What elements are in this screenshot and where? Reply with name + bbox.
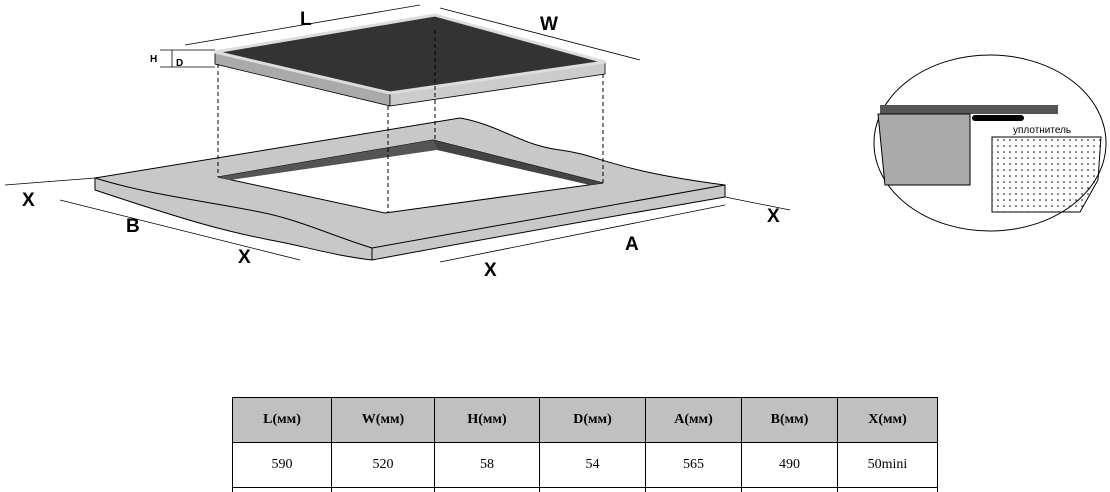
label-A: A — [625, 234, 639, 255]
header-B: B(мм) — [742, 398, 838, 443]
table-header-row: L(мм) W(мм) H(мм) D(мм) A(мм) B(мм) X(мм… — [233, 398, 938, 443]
header-D: D(мм) — [540, 398, 646, 443]
label-X-front-left: X — [238, 247, 251, 268]
label-W: W — [540, 14, 558, 35]
header-L: L(мм) — [233, 398, 332, 443]
header-A: A(мм) — [646, 398, 742, 443]
header-W: W(мм) — [332, 398, 435, 443]
value-D: 54 — [540, 443, 646, 488]
value-H: 58 — [435, 443, 540, 488]
seal-detail: уплотнитель — [874, 55, 1106, 231]
label-X-left: X — [22, 190, 35, 211]
header-H: H(мм) — [435, 398, 540, 443]
installation-diagram: L W H D X B X X A X уплотнитель — [0, 0, 1110, 400]
table-row-partial — [233, 488, 938, 492]
label-B: B — [126, 216, 140, 237]
seal-label: уплотнитель — [1013, 125, 1071, 136]
label-L: L — [300, 9, 312, 30]
value-B: 490 — [742, 443, 838, 488]
label-D: D — [176, 58, 183, 69]
header-X: X(мм) — [838, 398, 938, 443]
label-H: H — [150, 54, 157, 65]
value-L: 590 — [233, 443, 332, 488]
label-X-front: X — [484, 260, 497, 281]
table-row: 590 520 58 54 565 490 50mini — [233, 443, 938, 488]
value-W: 520 — [332, 443, 435, 488]
value-X: 50mini — [838, 443, 938, 488]
label-X-right: X — [767, 206, 780, 227]
value-A: 565 — [646, 443, 742, 488]
dimensions-table: L(мм) W(мм) H(мм) D(мм) A(мм) B(мм) X(мм… — [232, 397, 938, 492]
